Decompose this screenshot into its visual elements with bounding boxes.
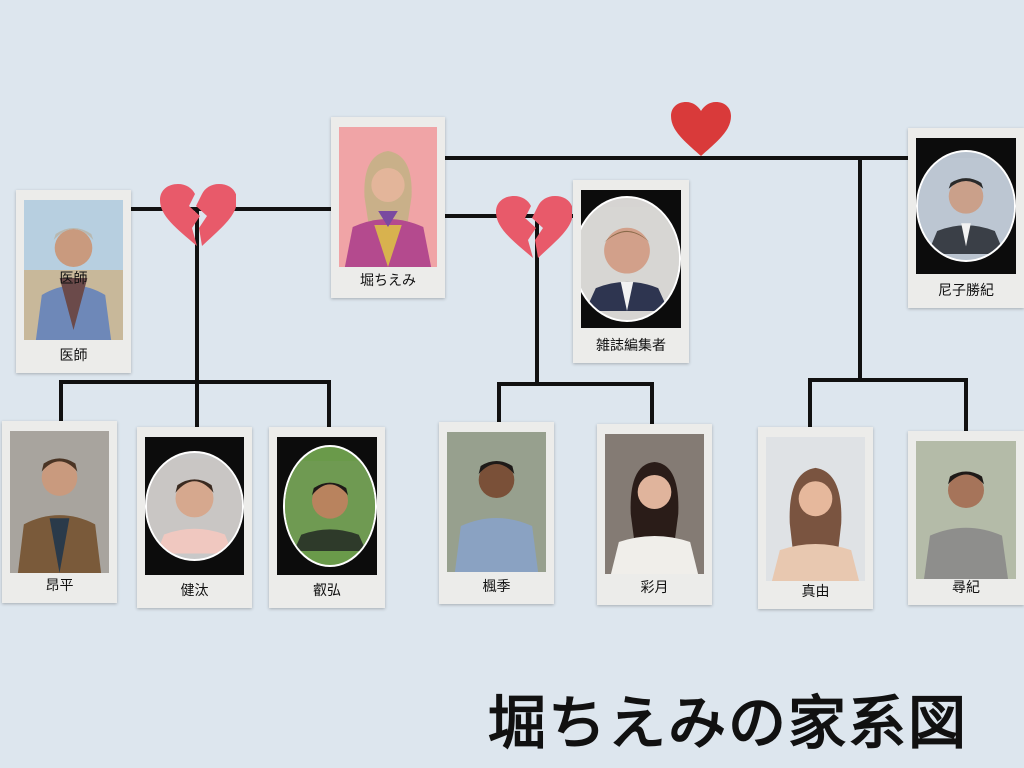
amako-avatar xyxy=(916,150,1016,262)
person-avatar-icon xyxy=(916,441,1016,579)
person-card-mayu[interactable]: 真由 xyxy=(758,427,873,609)
person-avatar-icon xyxy=(918,158,1014,254)
person-name-hiroki: 尋紀 xyxy=(952,580,980,596)
broken-heart-icon xyxy=(160,184,236,246)
person-name-amako: 尼子勝紀 xyxy=(938,283,994,299)
person-name-editor: 雑誌編集者 xyxy=(596,338,666,354)
person-name-fuki: 楓季 xyxy=(482,579,511,595)
person-avatar-icon xyxy=(605,434,704,574)
person-card-eikou[interactable]: 叡弘 xyxy=(269,427,385,608)
person-card-saki[interactable]: 彩月 xyxy=(597,424,712,605)
page-title: 堀ちえみの家系図 xyxy=(488,689,969,757)
person-name-kenta: 健汰 xyxy=(180,583,209,599)
person-avatar-icon xyxy=(147,458,242,554)
amako-photo xyxy=(916,138,1016,274)
person-name-shohei: 昂平 xyxy=(45,578,74,594)
hiroki-photo xyxy=(916,441,1016,579)
shohei-photo xyxy=(10,431,109,573)
kenta-photo xyxy=(145,437,244,575)
person-name-doctor: 医師 xyxy=(59,348,88,364)
person-card-hori[interactable]: 堀ちえみ xyxy=(331,117,445,298)
editor-photo xyxy=(581,190,681,328)
person-card-fuki[interactable]: 楓季 xyxy=(439,422,554,604)
person-card-hiroki[interactable]: 尋紀 xyxy=(908,431,1024,605)
fuki-photo xyxy=(447,432,546,572)
person-name-hori: 堀ちえみ xyxy=(360,273,416,289)
person-card-amako[interactable]: 尼子勝紀 xyxy=(908,128,1024,308)
eikou-photo xyxy=(277,437,377,575)
person-name-mayu: 真由 xyxy=(801,584,830,600)
person-avatar-icon xyxy=(766,437,865,581)
eikou-avatar xyxy=(283,445,377,567)
person-avatar-icon xyxy=(24,200,123,340)
person-avatar-icon xyxy=(339,127,437,267)
person-avatar-icon xyxy=(285,461,375,551)
editor-avatar xyxy=(581,196,681,322)
person-card-editor[interactable]: 雑誌編集者 xyxy=(573,180,689,363)
doctor-photo xyxy=(24,200,123,340)
person-avatar-icon xyxy=(447,432,546,572)
person-name-saki: 彩月 xyxy=(640,580,669,596)
person-avatar-icon xyxy=(10,431,109,573)
person-avatar-icon xyxy=(581,207,679,311)
mayu-photo xyxy=(766,437,865,581)
person-card-shohei[interactable]: 昂平 xyxy=(2,421,117,603)
doctor-overlay-label: 医師 xyxy=(59,271,88,287)
person-card-kenta[interactable]: 健汰 xyxy=(137,427,252,608)
hori-photo xyxy=(339,127,437,267)
heart-icon xyxy=(671,102,731,156)
person-name-eikou: 叡弘 xyxy=(313,583,341,599)
broken-heart-icon xyxy=(496,196,572,258)
person-card-doctor[interactable]: 医師 医師 xyxy=(16,190,131,373)
saki-photo xyxy=(605,434,704,574)
kenta-avatar xyxy=(145,451,244,561)
